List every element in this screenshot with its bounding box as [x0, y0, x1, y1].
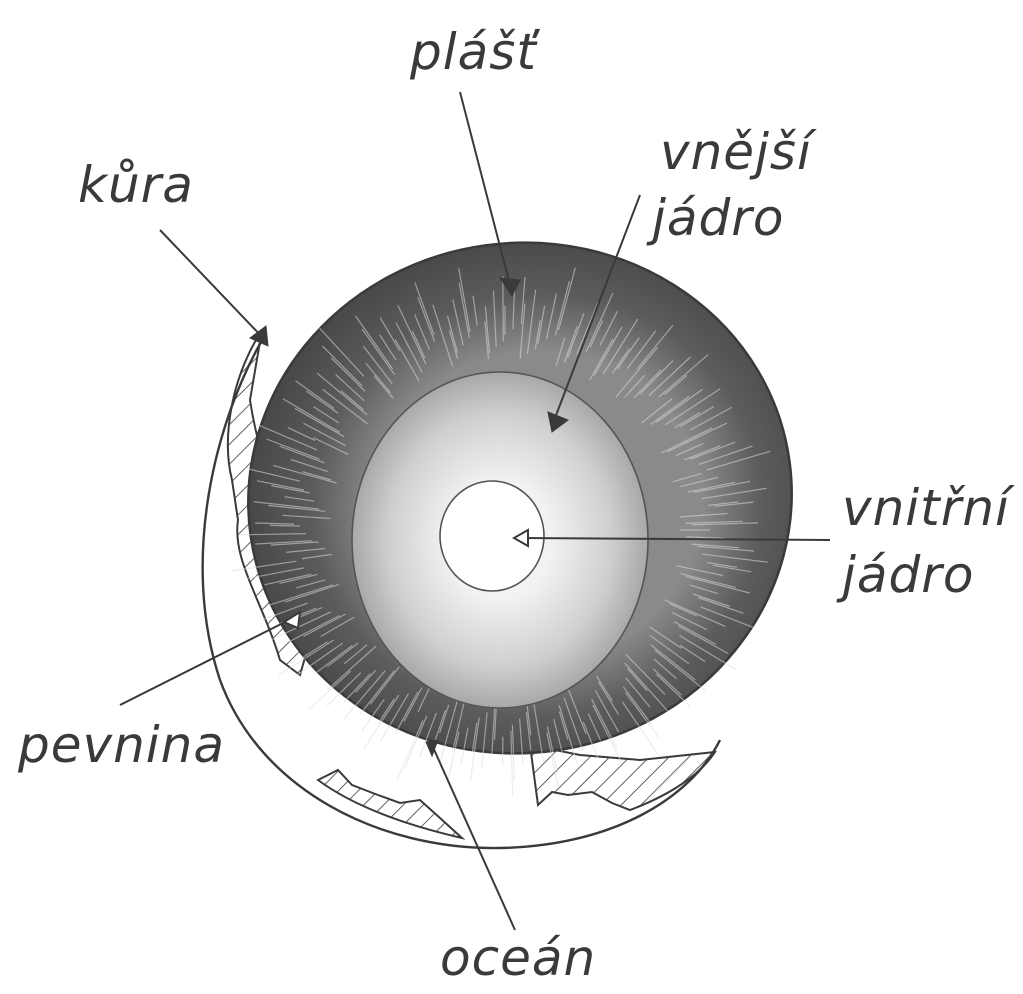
inner-core-label-line1: vnitřní — [842, 478, 1010, 538]
crust-leader-line — [160, 230, 265, 340]
crust-label: kůra — [78, 155, 194, 215]
ocean-leader-line — [432, 745, 515, 930]
mantle-stroke — [270, 525, 300, 526]
outer-core-label-line2: jádro — [652, 188, 784, 248]
inner-core-label-line2: jádro — [842, 545, 974, 605]
outer-core-label-line1: vnější — [660, 122, 812, 182]
land-label: pevnina — [18, 715, 225, 775]
land-right — [530, 745, 715, 810]
mantle-label: plášť — [410, 22, 537, 82]
land-bottom — [318, 770, 462, 838]
mantle-stroke — [503, 276, 504, 341]
ocean-label: oceán — [440, 928, 596, 988]
